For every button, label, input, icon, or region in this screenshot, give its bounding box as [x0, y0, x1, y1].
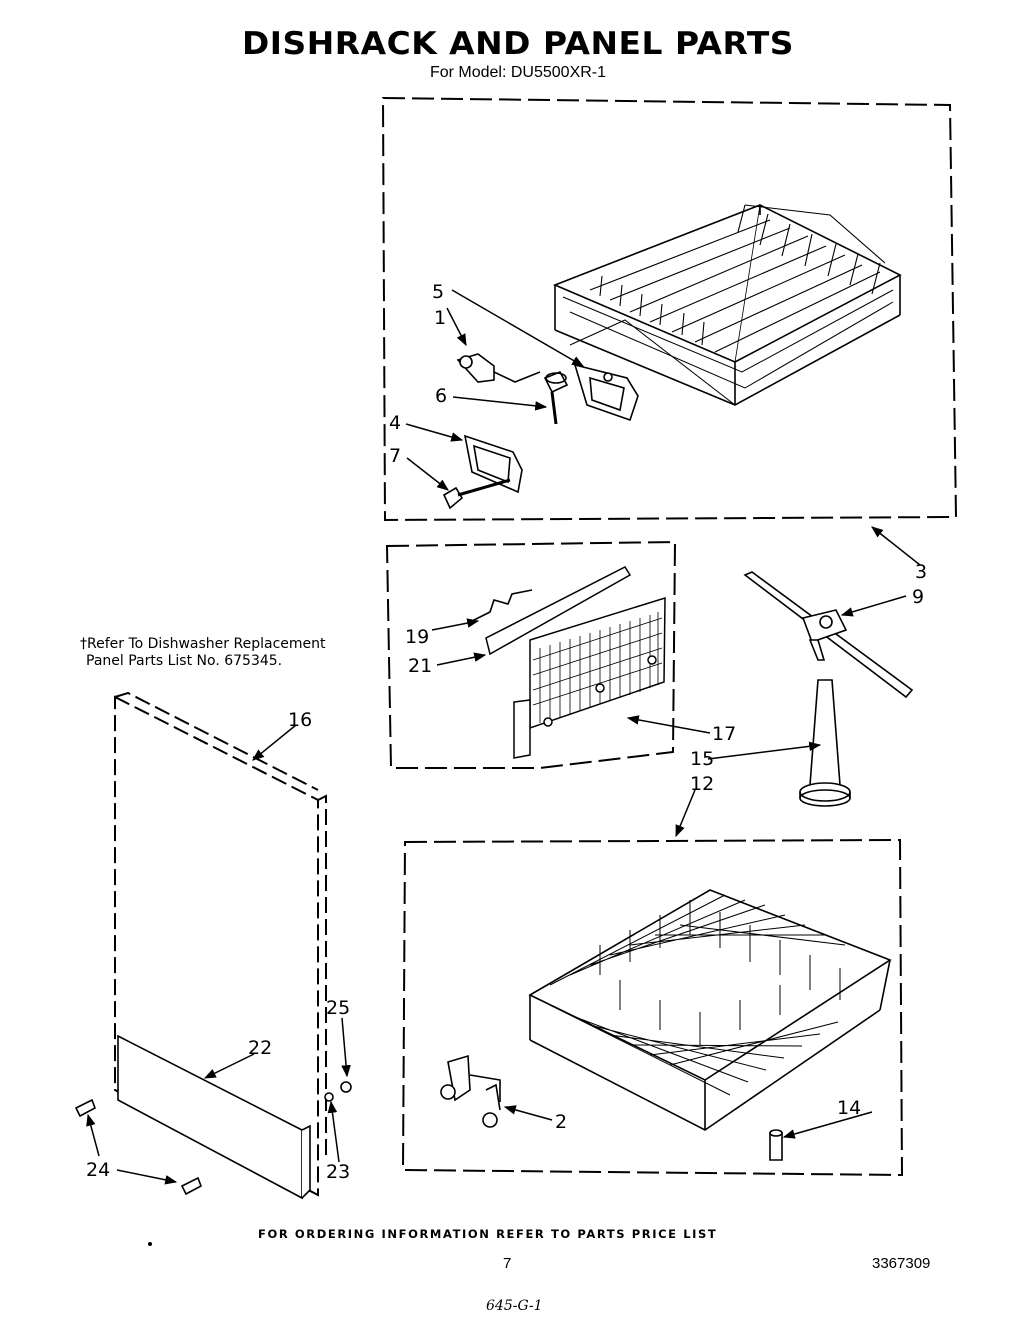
rack-adjuster-parts [442, 353, 639, 510]
note-line-2: Panel Parts List No. 675345. [86, 653, 283, 669]
filter-screen-assembly [469, 566, 666, 759]
callout-4: 4 [389, 412, 401, 434]
callout-16: 16 [288, 709, 312, 731]
toe-panel [117, 1034, 311, 1200]
callout-25: 25 [326, 997, 350, 1019]
callout-21: 21 [408, 655, 432, 677]
lower-rack-group-box [401, 838, 904, 1177]
callout-7: 7 [389, 445, 401, 467]
spray-arm-support [799, 679, 851, 807]
callout-14: 14 [837, 1097, 861, 1119]
spray-arm [743, 571, 914, 699]
callout-22: 22 [248, 1037, 272, 1059]
callout-12: 12 [690, 773, 714, 795]
panel-group-box [385, 540, 677, 769]
stray-mark [148, 1242, 152, 1246]
lower-dishrack [528, 889, 892, 1131]
callout-17: 17 [712, 723, 736, 745]
callout-23: 23 [326, 1161, 350, 1183]
upper-dishrack [552, 204, 902, 406]
callout-1: 1 [434, 307, 446, 329]
callout-labels: 5 1 6 4 7 3 9 19 21 17 15 12 16 22 25 23… [86, 281, 927, 1183]
panel-screws [74, 1081, 352, 1196]
callout-5: 5 [432, 281, 444, 303]
note-line-1: †Refer To Dishwasher Replacement [80, 636, 326, 652]
document-number: 3367309 [872, 1255, 931, 1272]
callout-24: 24 [86, 1159, 110, 1181]
callout-9: 9 [912, 586, 924, 608]
callout-19: 19 [405, 626, 429, 648]
panel-reference-note: †Refer To Dishwasher Replacement Panel P… [80, 636, 326, 670]
model-subtitle: For Model: DU5500XR-1 [429, 64, 607, 81]
ordering-info-footer: FOR ORDERING INFORMATION REFER TO PARTS … [258, 1227, 718, 1241]
rack-roller-and-post [440, 1054, 783, 1161]
page-title: DISHRACK AND PANEL PARTS [241, 26, 795, 62]
callout-2: 2 [555, 1111, 567, 1133]
leader-lines [86, 289, 921, 1185]
handwritten-note: 645-G-1 [486, 1298, 543, 1314]
callout-6: 6 [435, 385, 447, 407]
page-number: 7 [503, 1255, 512, 1272]
callout-15: 15 [690, 748, 714, 770]
upper-rack-group-box [381, 96, 958, 522]
callout-3: 3 [915, 561, 927, 583]
